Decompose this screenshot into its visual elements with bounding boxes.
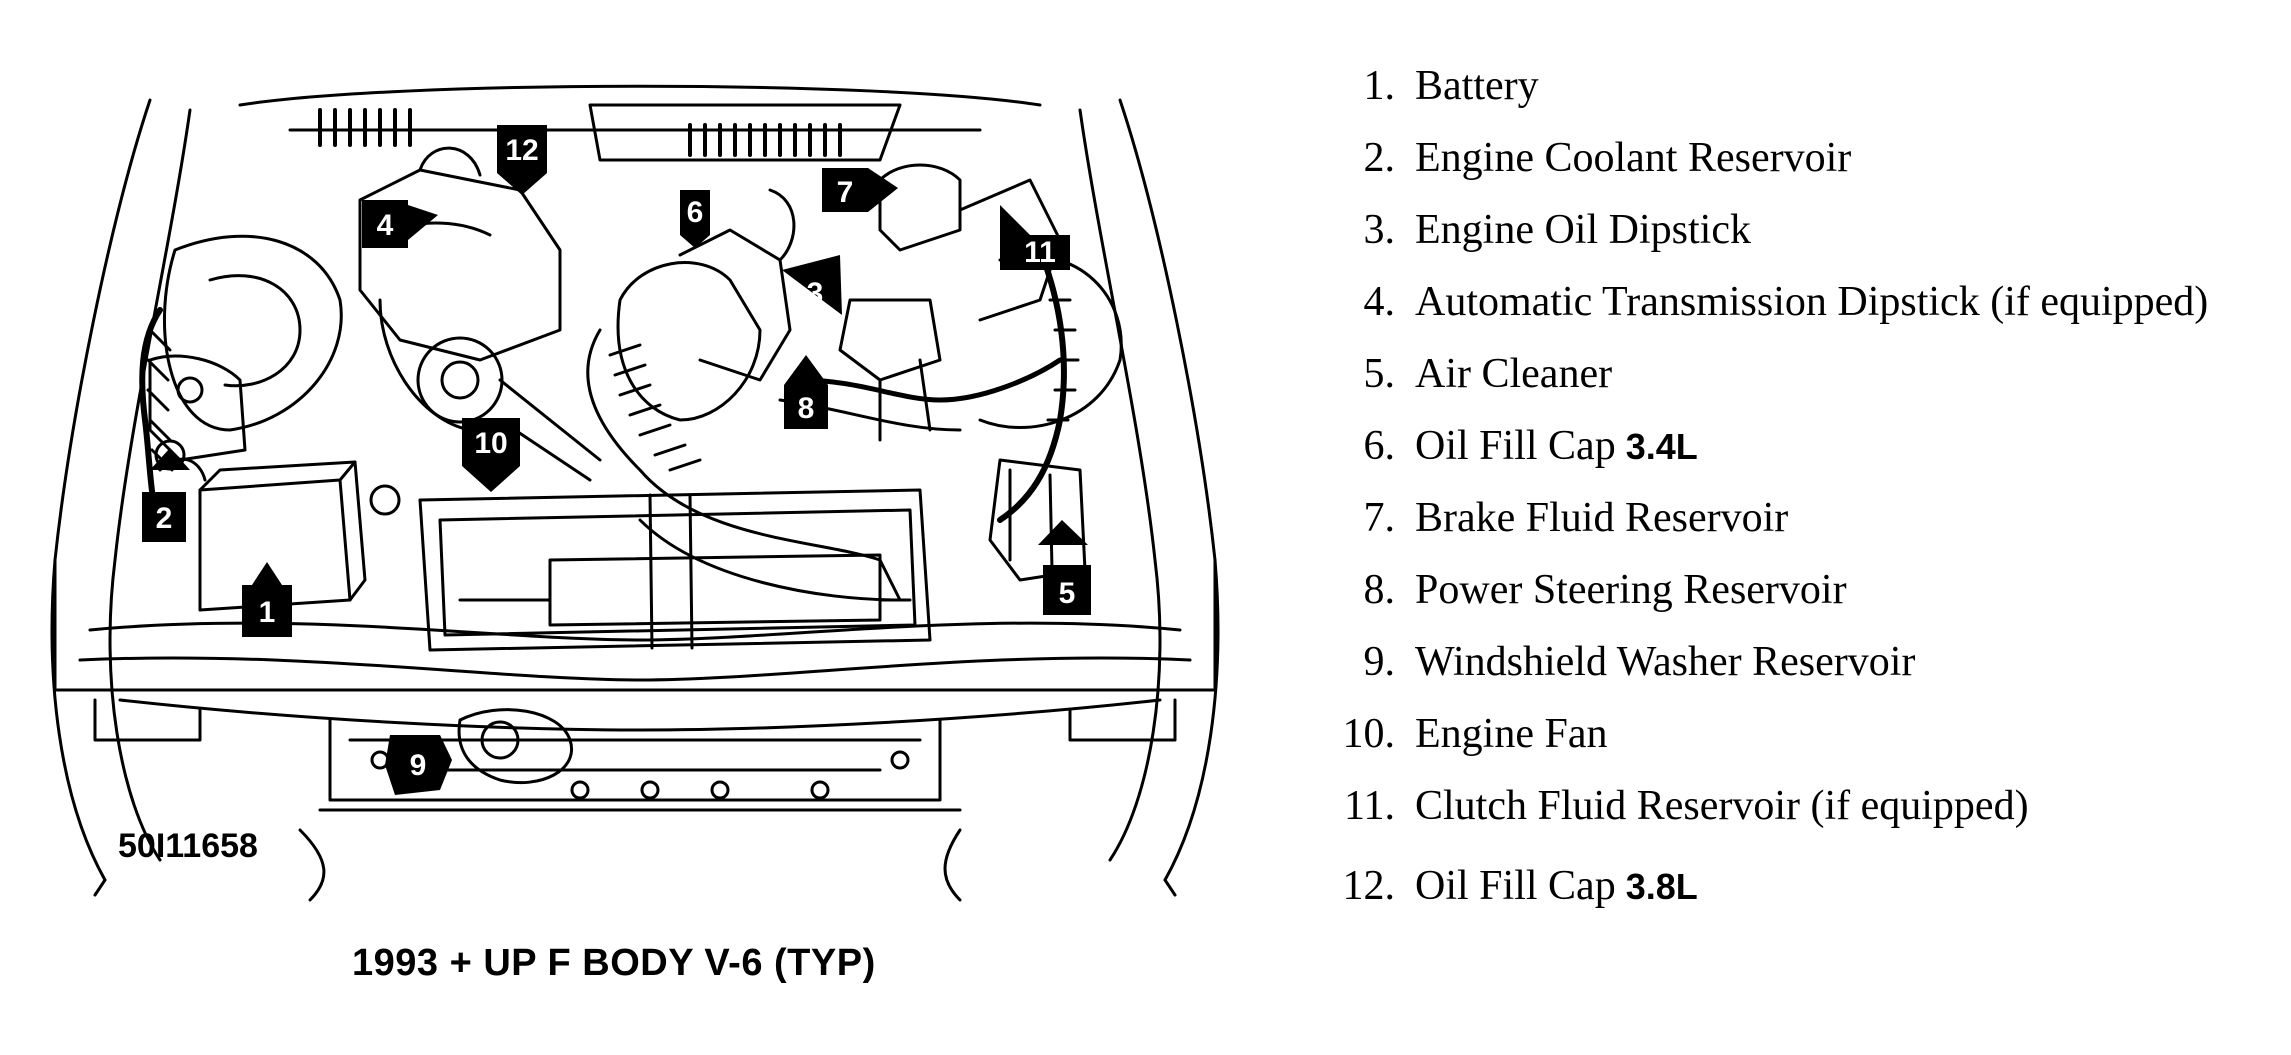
svg-text:1: 1 (259, 596, 276, 629)
legend-number: 6. (1363, 423, 1396, 469)
svg-text:2: 2 (156, 502, 173, 535)
legend-label: Air Cleaner (1415, 351, 1613, 397)
legend-item: 1. Battery (1300, 62, 1549, 110)
legend-label: Oil Fill Cap (1415, 423, 1616, 469)
legend-number: 7. (1363, 495, 1396, 541)
callout-6: 6 (680, 190, 710, 248)
legend-number: 5. (1363, 351, 1396, 397)
svg-text:9: 9 (410, 749, 427, 782)
callout-3: 3 (782, 255, 842, 315)
legend-label: Battery (1415, 63, 1539, 109)
legend-number: 11. (1344, 783, 1395, 829)
diagram-caption: 1993 + UP F BODY V-6 (TYP) (352, 942, 876, 984)
legend-label: Clutch Fluid Reservoir (if equipped) (1415, 783, 2029, 829)
legend-suffix (1851, 138, 1861, 179)
legend-label: Windshield Washer Reservoir (1415, 639, 1916, 685)
legend-number: 3. (1363, 207, 1396, 253)
callout-1: 1 (242, 562, 292, 637)
legend-item: 11. Clutch Fluid Reservoir (if equipped) (1300, 782, 2039, 830)
svg-text:8: 8 (798, 392, 815, 425)
legend-label: Power Steering Reservoir (1415, 567, 1847, 613)
engine-line-drawing (50, 84, 1220, 902)
legend-suffix (2208, 282, 2218, 323)
callout-11: 11 (1000, 205, 1070, 270)
legend-suffix (1612, 354, 1622, 395)
legend-label: Oil Fill Cap (1415, 863, 1616, 909)
svg-text:12: 12 (505, 134, 538, 167)
legend-item: 7. Brake Fluid Reservoir (1300, 494, 1798, 542)
legend-item: 5. Air Cleaner (1300, 350, 1622, 398)
legend-item: 8. Power Steering Reservoir (1300, 566, 1857, 614)
figure-id: 50I11658 (118, 827, 258, 865)
legend-number: 1. (1363, 63, 1396, 109)
legend-suffix: 3.4L (1625, 426, 1698, 467)
legend-number: 12. (1342, 863, 1396, 909)
svg-text:4: 4 (377, 209, 394, 242)
legend-number: 8. (1363, 567, 1396, 613)
legend-suffix (2029, 786, 2039, 827)
legend-label: Engine Oil Dipstick (1415, 207, 1751, 253)
callout-5: 5 (1038, 520, 1091, 615)
callout-10: 10 (462, 418, 520, 492)
legend-item: 10. Engine Fan (1300, 710, 1617, 758)
callout-arrows: 1 2 3 4 5 6 7 (142, 125, 1091, 795)
legend-label: Brake Fluid Reservoir (1415, 495, 1789, 541)
legend-number: 4. (1363, 279, 1396, 325)
legend-suffix (1751, 210, 1761, 251)
legend-number: 2. (1363, 135, 1396, 181)
callout-9: 9 (385, 735, 452, 795)
svg-text:5: 5 (1059, 577, 1076, 610)
legend-number: 10. (1342, 711, 1396, 757)
legend-suffix (1915, 642, 1925, 683)
legend-suffix: 3.8L (1625, 866, 1698, 907)
legend-item: 9. Windshield Washer Reservoir (1300, 638, 1925, 686)
legend-suffix (1607, 714, 1617, 755)
svg-text:6: 6 (687, 196, 704, 229)
legend-label: Engine Fan (1415, 711, 1608, 757)
legend-item: 4. Automatic Transmission Dipstick (if eq… (1300, 278, 2218, 326)
svg-text:3: 3 (807, 277, 824, 310)
svg-text:10: 10 (474, 427, 507, 460)
callout-2: 2 (142, 448, 190, 542)
legend-item: 3. Engine Oil Dipstick (1300, 206, 1761, 254)
callout-8: 8 (784, 355, 828, 429)
legend-label: Automatic Transmission Dipstick (if equi… (1415, 279, 2209, 325)
engine-compartment-diagram: 1 2 3 4 5 6 7 (50, 84, 1220, 984)
legend-item: 2. Engine Coolant Reservoir (1300, 134, 1861, 182)
legend-suffix (1539, 66, 1549, 107)
legend-number: 9. (1363, 639, 1396, 685)
callout-7: 7 (822, 168, 898, 212)
legend-label: Engine Coolant Reservoir (1415, 135, 1852, 181)
svg-text:11: 11 (1024, 236, 1056, 269)
callout-4: 4 (362, 200, 438, 248)
legend-suffix (1847, 570, 1857, 611)
legend-suffix (1788, 498, 1798, 539)
svg-text:7: 7 (837, 176, 854, 209)
callout-12: 12 (497, 125, 547, 195)
